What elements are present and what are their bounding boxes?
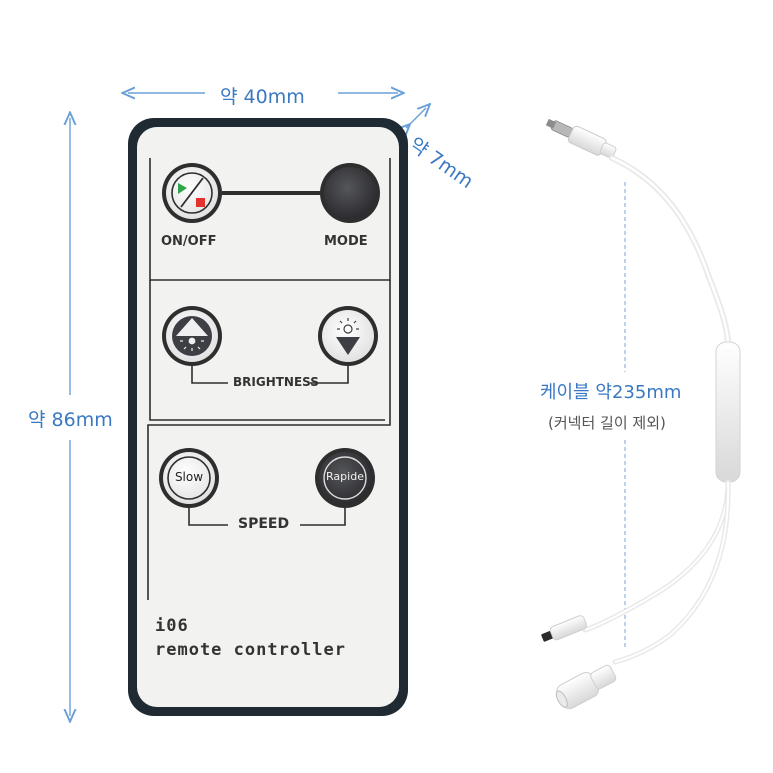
arrow-down-icon [336,337,360,355]
on-off-button[interactable] [162,163,222,223]
slow-button[interactable] [159,448,219,508]
stop-icon [196,198,205,207]
dc-female-jack [555,664,617,710]
splitter-body [715,341,741,483]
model-label: i06 [155,616,189,636]
sun-icon [187,336,197,346]
brightness-up-button[interactable] [162,306,222,366]
main-cable [609,155,731,348]
slow-label: Slow [174,470,204,484]
brightness-label: BRIGHTNESS [233,375,319,389]
height-label: 약 86mm [28,409,113,431]
panel-outline-top [149,158,391,281]
cable-note-label: (커넥터 길이 제외) [548,414,666,432]
on-off-label: ON/OFF [161,234,217,249]
cable-length-label: 케이블 약235mm [540,382,682,403]
play-icon [178,183,187,194]
branch-cable-1 [582,479,731,633]
speed-label: SPEED [238,516,290,532]
panel-outline-middle-right [147,280,391,555]
branch-cable-2 [612,479,731,665]
brightness-down-button[interactable] [318,306,378,366]
mode-label: MODE [324,234,368,249]
panel-outline-middle [149,280,385,421]
rapide-label: Rapide [326,470,364,483]
rapide-button[interactable] [315,448,375,508]
remote-face [137,127,399,707]
mode-button[interactable] [320,163,380,223]
sun-icon [337,318,359,334]
depth-arrow [406,108,426,128]
brightness-bracket [191,366,349,384]
width-label: 약 40mm [220,86,305,108]
speed-bracket [188,508,346,526]
arrow-up-icon [176,318,208,336]
small-jst-connector [541,615,588,642]
dc-male-plug [545,118,617,159]
product-name-label: remote controller [155,640,346,660]
